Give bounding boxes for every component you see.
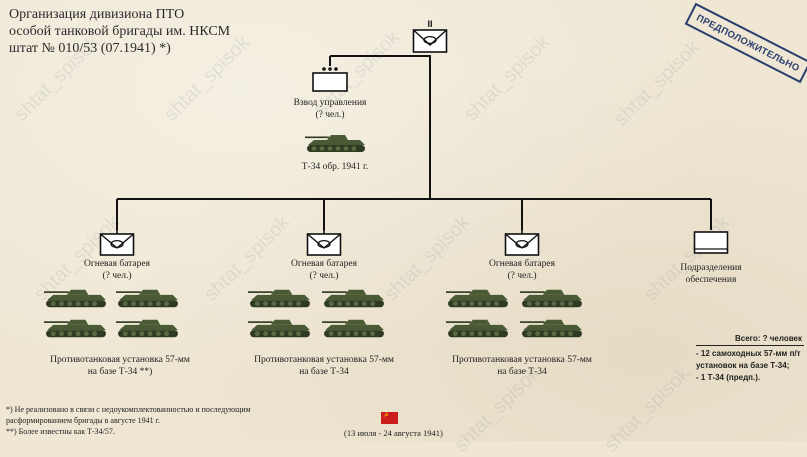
- support-symbol: [693, 230, 729, 261]
- battery-3-symbol: [504, 230, 540, 261]
- t34-57-tank-icon: [116, 289, 178, 308]
- diagram-title: Организация дивизиона ПТО особой танково…: [9, 6, 230, 57]
- title-line-3: штат № 010/53 (07.1941) *): [9, 41, 171, 56]
- summary-total: Всего: ? человек: [696, 333, 804, 346]
- echelon-mark: II: [427, 19, 432, 29]
- antitank-battery-icon: [504, 230, 540, 256]
- title-line-2: особой танковой бригады им. НКСМ: [9, 24, 231, 39]
- period-dates: (13 июля - 24 августа 1941): [344, 428, 443, 438]
- org-links: [116, 55, 712, 230]
- support-unit-icon: [693, 231, 729, 254]
- footnote-1: *) Не реализовано в связи с недоукомплек…: [6, 405, 251, 414]
- t34-57-tank-icon: [44, 319, 106, 338]
- battery-1-count: (? чел.): [102, 271, 132, 281]
- battery-1-label: Огневая батарея (? чел.): [72, 258, 162, 282]
- battery-2-symbol: [306, 230, 342, 261]
- t34-57-tank-icon: [116, 319, 178, 338]
- t34-57-tank-icon: [248, 289, 310, 308]
- support-line-2: обеспечения: [685, 275, 737, 285]
- battery-2-vehicle-label: Противотанковая установка 57-мм на базе …: [254, 354, 394, 378]
- t34-57-tank-icon: [322, 289, 384, 308]
- antitank-unit-icon: II: [412, 19, 448, 53]
- platoon-symbol: [312, 66, 348, 97]
- battery-1-symbol: [99, 230, 135, 261]
- t34-57-tank-icon: [248, 319, 310, 338]
- battery-2-count: (? чел.): [309, 271, 339, 281]
- battery-3-name: Огневая батарея: [488, 259, 555, 269]
- t34-57-tank-icon: [322, 319, 384, 338]
- footnote-2: **) Более известны как Т-34/57.: [6, 427, 115, 436]
- summary-box: Всего: ? человек - 12 самоходных 57-мм п…: [696, 333, 804, 384]
- t34-57-tank-icon: [520, 319, 582, 338]
- battery-3-count: (? чел.): [507, 271, 537, 281]
- summary-line-2: установок на базе Т-34;: [696, 361, 790, 370]
- hq-symbol: II: [412, 18, 448, 59]
- battery-2-name: Огневая батарея: [290, 259, 357, 269]
- battery-3-vehicle-base: на базе Т-34: [497, 367, 547, 377]
- t34-57-tank-icon: [44, 289, 106, 308]
- title-line-1: Организация дивизиона ПТО: [9, 7, 185, 22]
- t34-57-tank-icon: [520, 289, 582, 308]
- t34-57-tank-icon: [446, 319, 508, 338]
- paper-background: [0, 0, 807, 441]
- battery-1-vehicle-label: Противотанковая установка 57-мм на базе …: [50, 354, 190, 378]
- battery-2-vehicle: Противотанковая установка 57-мм: [254, 355, 394, 365]
- battery-3-vehicle: Противотанковая установка 57-мм: [452, 355, 592, 365]
- battery-1-vehicle: Противотанковая установка 57-мм: [50, 355, 190, 365]
- footnote-1-cont: расформированием бригады в августе 1941 …: [6, 416, 160, 425]
- battery-1-vehicle-base: на базе Т-34 **): [87, 367, 153, 377]
- summary-line-3: - 1 Т-34 (предп.).: [696, 373, 761, 382]
- platoon-tank-label: Т-34 обр. 1941 г.: [301, 162, 369, 172]
- t34-57-tank-icon: [446, 289, 508, 308]
- battery-3-label: Огневая батарея (? чел.): [477, 258, 567, 282]
- antitank-battery-icon: [99, 230, 135, 256]
- antitank-battery-icon: [306, 230, 342, 256]
- platoon-count: (? чел.): [315, 110, 345, 120]
- support-line-1: Подразделения: [680, 263, 742, 273]
- platoon-label: Взвод управления (? чел.): [290, 97, 370, 121]
- soviet-flag-icon: ☭: [381, 412, 398, 424]
- t34-tank-icon: [305, 135, 365, 152]
- command-platoon-icon: [312, 67, 348, 92]
- battery-2-label: Огневая батарея (? чел.): [279, 258, 369, 282]
- summary-line-1: - 12 самоходных 57-мм п/т: [696, 349, 801, 358]
- platoon-name: Взвод управления: [293, 98, 367, 108]
- battery-2-vehicle-base: на базе Т-34: [299, 367, 349, 377]
- battery-3-vehicle-label: Противотанковая установка 57-мм на базе …: [452, 354, 592, 378]
- footnotes: *) Не реализовано в связи с недоукомплек…: [6, 404, 251, 437]
- support-label: Подразделения обеспечения: [666, 262, 756, 286]
- battery-1-name: Огневая батарея: [83, 259, 150, 269]
